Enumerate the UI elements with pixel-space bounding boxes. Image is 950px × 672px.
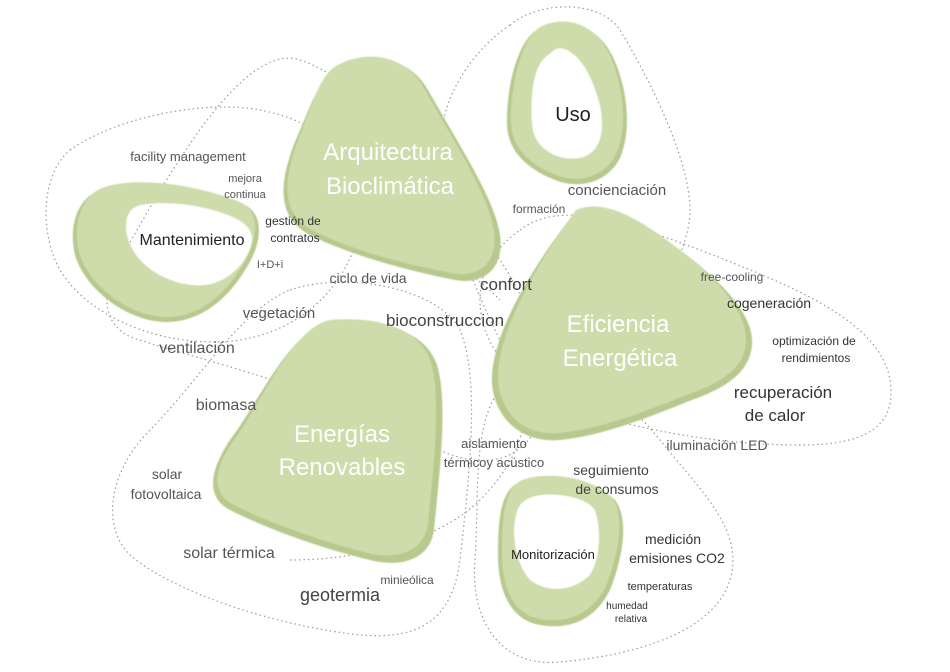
- term-concienciacion: concienciación: [568, 182, 666, 199]
- term-formacion: formación: [513, 202, 566, 216]
- term-seguimiento-2: de consumos: [575, 481, 658, 497]
- term-labels: facility management mejora continua gest…: [130, 149, 856, 625]
- term-vegetacion: vegetación: [243, 305, 316, 322]
- term-biomasa: biomasa: [196, 397, 257, 414]
- term-mejora-2: continua: [224, 189, 266, 201]
- term-minieolica: minieólica: [380, 573, 434, 587]
- term-aislamiento: aislamiento: [461, 436, 527, 451]
- outline-eficiencia: [479, 214, 892, 446]
- label-uso: Uso: [555, 104, 591, 126]
- shape-eficiencia-face: [497, 206, 747, 434]
- term-facility: facility management: [130, 149, 246, 164]
- shape-monitorizacion-face: [502, 475, 620, 621]
- term-recuperacion-2: de calor: [745, 406, 806, 425]
- shape-mantenimiento-face: [76, 182, 256, 318]
- term-humedad-2: relativa: [615, 614, 648, 625]
- term-cogeneracion: cogeneración: [727, 295, 811, 311]
- outline-monitorizacion: [473, 369, 734, 664]
- shape-energias-face: [217, 319, 437, 556]
- term-solarfv: solar: [152, 466, 183, 482]
- label-energias-2: Renovables: [279, 454, 406, 481]
- label-arquitectura: Arquitectura: [323, 139, 453, 166]
- term-humedad: humedad: [606, 601, 648, 612]
- dotted-outlines: [45, 6, 892, 664]
- term-aislamiento-2: térmicoy acústico: [444, 455, 544, 470]
- label-mantenimiento: Mantenimiento: [140, 232, 245, 249]
- label-eficiencia-2: Energética: [563, 345, 678, 372]
- term-gestion-2: contratos: [270, 231, 319, 245]
- outline-confort-link: [289, 379, 527, 561]
- term-seguimiento: seguimiento: [573, 462, 649, 478]
- term-solartermica: solar térmica: [183, 545, 275, 562]
- label-energias: Energías: [294, 421, 390, 448]
- outline-mantenimiento: [45, 106, 363, 343]
- outline-energias: [111, 281, 473, 637]
- label-eficiencia: Eficiencia: [567, 311, 670, 338]
- term-ventilacion: ventilación: [159, 340, 235, 357]
- term-optimizacion-2: rendimientos: [782, 351, 851, 365]
- term-idi: I+D+i: [257, 259, 283, 271]
- term-recuperacion: recuperación: [734, 383, 832, 402]
- label-monitorizacion: Monitorización: [511, 547, 595, 562]
- main-labels: Arquitectura Bioclimática Eficiencia Ene…: [279, 139, 678, 481]
- term-gestion: gestión de: [265, 214, 321, 228]
- ring-labels: Uso Mantenimiento Monitorización: [140, 104, 595, 562]
- term-temperaturas: temperaturas: [628, 581, 693, 593]
- green-shapes: [72, 21, 753, 627]
- term-iluminacion: iluminación LED: [666, 437, 767, 453]
- shape-arquitectura-face: [287, 56, 495, 274]
- term-bioconstruccion: bioconstruccion: [386, 311, 504, 330]
- term-ciclo: ciclo de vida: [329, 270, 406, 286]
- term-mejora: mejora: [228, 173, 263, 185]
- term-confort: confort: [480, 275, 532, 294]
- term-solarfv-2: fotovoltaica: [131, 486, 202, 502]
- term-geotermia: geotermia: [300, 585, 381, 605]
- term-optimizacion: optimización de: [772, 334, 856, 348]
- term-medicion: medición: [645, 531, 701, 547]
- shape-uso-face: [510, 21, 624, 179]
- term-medicion-2: emisiones CO2: [629, 550, 725, 566]
- term-freecooling: free-cooling: [701, 270, 764, 284]
- label-arquitectura-2: Bioclimática: [326, 173, 455, 200]
